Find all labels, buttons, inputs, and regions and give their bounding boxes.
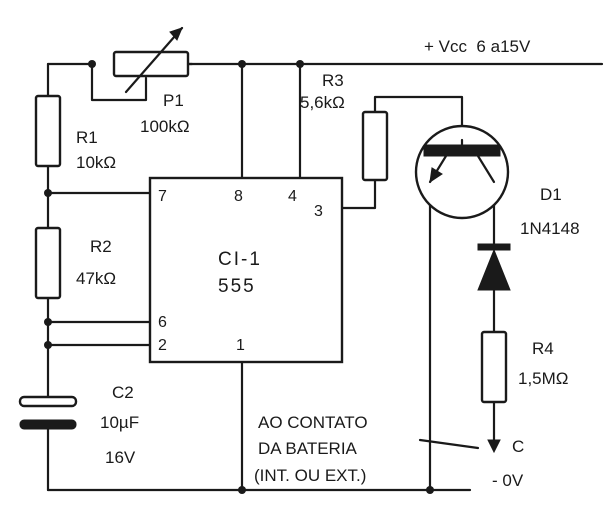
wire-r3-base (373, 95, 464, 142)
r3-body (361, 110, 389, 182)
r3-resistor: R3 5,6kΩ (300, 71, 389, 182)
ic-part: 555 (218, 276, 256, 297)
d1-part: 1N4148 (520, 219, 580, 238)
c2-capacitor: C2 10µF 16V (18, 383, 139, 467)
ic-pin-7: 7 (158, 188, 167, 205)
ic-pin-4: 4 (288, 188, 297, 205)
wire-p1-wiper (90, 62, 148, 102)
p1-name: P1 (163, 91, 184, 110)
junction-dot (238, 486, 246, 494)
note-line-1: AO CONTATO (258, 413, 368, 432)
junction-dot (238, 60, 246, 68)
r3-value: 5,6kΩ (300, 93, 345, 112)
p1-potentiometer: P1 100kΩ (112, 26, 194, 136)
p1-value: 100kΩ (140, 117, 190, 136)
r2-value: 47kΩ (76, 269, 116, 288)
terminal-c: C (487, 437, 524, 456)
d1-triangle (477, 248, 511, 291)
c2-name: C2 (112, 383, 134, 402)
r1-resistor: R1 10kΩ (34, 94, 116, 172)
junction-dot (88, 60, 96, 68)
c2-plate-top (18, 395, 78, 408)
note-line-2: DA BATERIA (258, 439, 358, 458)
r1-value: 10kΩ (76, 153, 116, 172)
ic-pin-6: 6 (158, 314, 167, 331)
ic-pin-3: 3 (314, 203, 323, 220)
transistor (414, 124, 510, 220)
d1-name: D1 (540, 185, 562, 204)
r4-resistor: R4 1,5MΩ (480, 330, 569, 404)
c2-plate-bottom (19, 419, 77, 430)
r2-body (34, 226, 62, 300)
r2-name: R2 (90, 237, 112, 256)
wires (46, 62, 604, 492)
ground-label: - 0V (492, 471, 524, 490)
note-line-3: (INT. OU EXT.) (254, 466, 366, 485)
r1-name: R1 (76, 128, 98, 147)
junctions (44, 60, 434, 494)
r2-resistor: R2 47kΩ (34, 226, 116, 300)
ic-555: CI-1 555 7 8 4 3 6 2 1 (148, 176, 344, 364)
junction-dot (44, 189, 52, 197)
junction-dot (296, 60, 304, 68)
transistor-emitter-arrow (429, 167, 443, 184)
ic-pin-2: 2 (158, 337, 167, 354)
transistor-collector-lead (476, 154, 496, 184)
r3-name: R3 (322, 71, 344, 90)
c2-value: 10µF (100, 413, 139, 432)
r4-value: 1,5MΩ (518, 369, 569, 388)
ic-pin-1: 1 (236, 337, 245, 354)
junction-dot (44, 341, 52, 349)
ic-body (148, 176, 344, 364)
r4-body (480, 330, 508, 404)
wire-pin3 (340, 178, 377, 210)
junction-dot (426, 486, 434, 494)
p1-arrow-head (169, 27, 183, 41)
battery-contact-note: AO CONTATO DA BATERIA (INT. OU EXT.) (254, 413, 368, 485)
terminal-c-arrow (487, 439, 501, 454)
p1-adjust-arrow (124, 26, 184, 94)
vcc-label: + Vcc 6 a15V (424, 37, 531, 56)
c2-voltage: 16V (105, 448, 136, 467)
terminal-c-label: C (512, 437, 524, 456)
d1-diode: D1 1N4148 (477, 185, 580, 291)
r1-body (34, 94, 62, 168)
ic-pin-8: 8 (234, 188, 243, 205)
r4-name: R4 (532, 339, 554, 358)
junction-dot (44, 318, 52, 326)
wire-note-pointer (418, 438, 480, 450)
transistor-base-bar (423, 144, 501, 157)
ic-name: CI-1 (218, 249, 262, 270)
